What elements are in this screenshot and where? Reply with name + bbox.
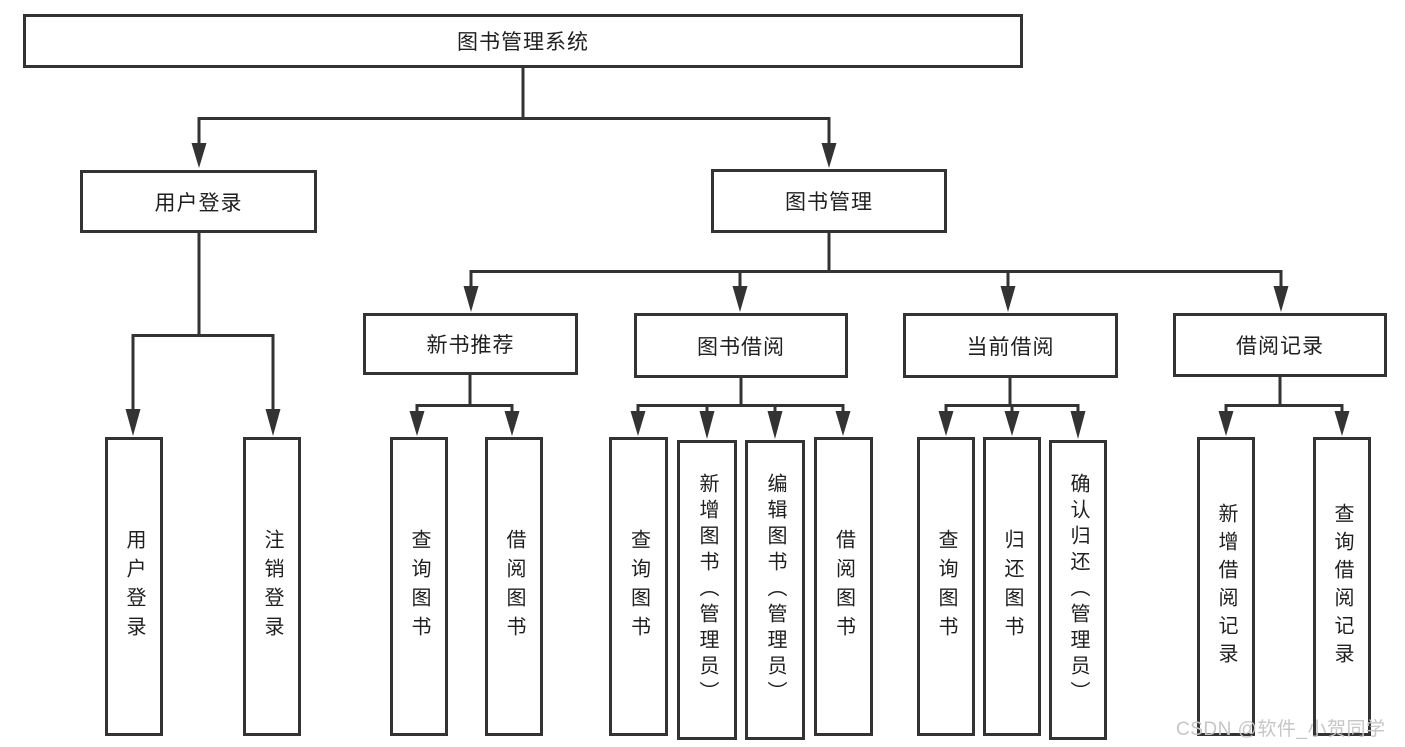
- node-user-login: 用户登录: [80, 170, 317, 233]
- node-borrow-record: 借阅记录: [1173, 313, 1387, 377]
- leaf-recommend-borrow-book: 借阅图书: [485, 437, 543, 736]
- node-library-system: 图书管理系统: [23, 14, 1023, 68]
- leaf-recommend-query-book: 查询图书: [390, 437, 448, 736]
- node-book-borrow: 图书借阅: [634, 313, 848, 378]
- leaf-current-query-book: 查询图书: [917, 437, 975, 736]
- leaf-current-confirm-return-admin: 确认归还（管理员）: [1049, 440, 1107, 740]
- watermark: CSDN @软件_小贺同学: [1176, 719, 1386, 740]
- node-new-book-recommend: 新书推荐: [363, 313, 578, 375]
- node-current-borrow: 当前借阅: [903, 313, 1118, 378]
- node-book-management: 图书管理: [711, 169, 947, 233]
- leaf-borrow-borrow-book: 借阅图书: [814, 437, 873, 736]
- leaf-record-query-borrow-record: 查询借阅记录: [1313, 437, 1371, 736]
- leaf-logout: 注销登录: [243, 437, 301, 736]
- leaf-borrow-edit-book-admin: 编辑图书（管理员）: [745, 440, 805, 740]
- leaf-user-login: 用户登录: [105, 437, 163, 736]
- leaf-borrow-add-book-admin: 新增图书（管理员）: [677, 440, 737, 740]
- leaf-borrow-query-book: 查询图书: [609, 437, 668, 736]
- leaf-record-add-borrow-record: 新增借阅记录: [1197, 437, 1255, 736]
- leaf-current-return-book: 归还图书: [983, 437, 1041, 736]
